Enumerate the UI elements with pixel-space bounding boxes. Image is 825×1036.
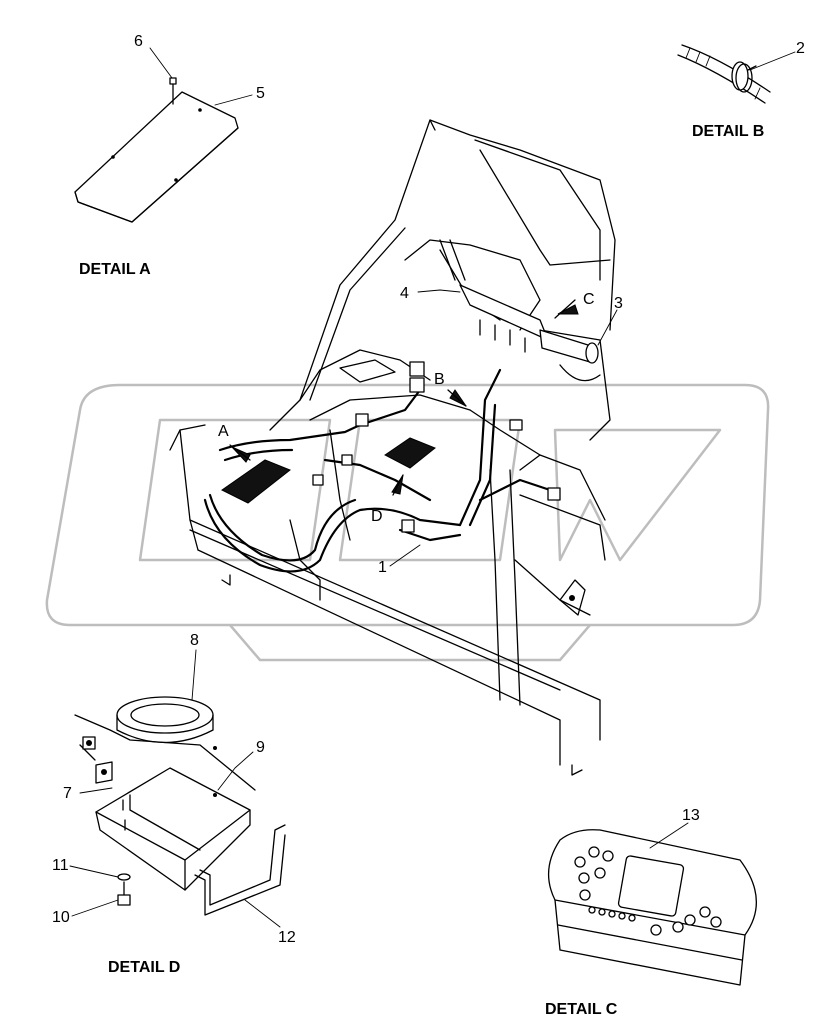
detail-d-caption: DETAIL D — [108, 959, 180, 976]
callout-13: 13 — [682, 807, 700, 824]
callout-7: 7 — [63, 785, 72, 802]
detail-c-drawing — [547, 829, 757, 986]
cab-frame-drawing — [169, 119, 616, 776]
callout-8: 8 — [190, 632, 199, 649]
view-letter-a: A — [218, 423, 229, 440]
view-letter-b: B — [434, 371, 445, 388]
detail-a-drawing — [74, 77, 239, 223]
callout-1: 1 — [378, 559, 387, 576]
watermark-logo-icon — [45, 383, 770, 662]
wiring-harness-drawing — [203, 361, 561, 573]
callout-10: 10 — [52, 909, 70, 926]
view-arrow-icon — [229, 299, 579, 496]
callout-11: 11 — [52, 857, 69, 874]
detail-captions: DETAIL A DETAIL B DETAIL C DETAIL D — [79, 123, 764, 1018]
callout-numbers: 1 2 3 4 5 6 7 8 9 10 11 12 13 — [52, 33, 805, 946]
leader-lines — [69, 47, 796, 928]
detail-c-caption: DETAIL C — [545, 1001, 618, 1018]
callout-12: 12 — [278, 929, 296, 946]
callout-6: 6 — [134, 33, 143, 50]
detail-b-drawing — [677, 44, 771, 104]
callout-3: 3 — [614, 295, 623, 312]
callout-5: 5 — [256, 85, 265, 102]
detail-d-drawing — [74, 696, 286, 916]
callout-4: 4 — [400, 285, 409, 302]
detail-b-caption: DETAIL B — [692, 123, 764, 140]
view-letter-d: D — [371, 508, 383, 525]
callout-2: 2 — [796, 40, 805, 57]
view-letters: A B C D — [218, 291, 595, 525]
detail-a-caption: DETAIL A — [79, 261, 151, 278]
callout-9: 9 — [256, 739, 265, 756]
view-letter-c: C — [583, 291, 595, 308]
